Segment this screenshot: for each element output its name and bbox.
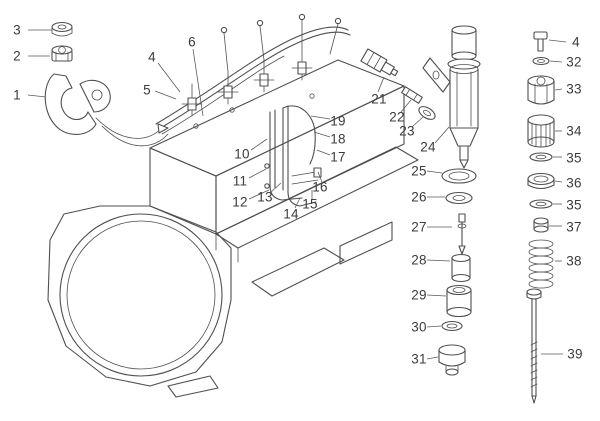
bolt-part-4 (533, 31, 548, 52)
callout-35-b: 35 (566, 197, 582, 213)
callout-17: 17 (330, 149, 346, 165)
callout-12: 12 (232, 194, 248, 210)
nut-part-2 (51, 45, 73, 62)
callout-15: 15 (302, 196, 318, 212)
callout-29: 29 (411, 287, 427, 303)
callout-18: 18 (330, 131, 346, 147)
washer-part-35b (529, 199, 553, 209)
spring-part-38 (528, 239, 554, 289)
callout-37: 37 (566, 219, 582, 235)
washer-part-35a (529, 152, 553, 162)
callout-2: 2 (13, 48, 21, 64)
callout-13: 13 (257, 189, 273, 205)
callout-34: 34 (566, 123, 582, 139)
callout-25: 25 (411, 163, 427, 179)
grommet-part-3 (51, 21, 73, 37)
leak-off-pipes (264, 105, 322, 207)
callout-16: 16 (312, 179, 328, 195)
seat-part-37 (533, 217, 549, 233)
nut-part-33 (527, 75, 555, 105)
callout-26: 26 (411, 189, 427, 205)
callout-33: 33 (566, 81, 582, 97)
stud-part-22 (401, 86, 423, 104)
mounting-hardware (44, 21, 169, 147)
callout-35-a: 35 (566, 150, 582, 166)
callout-5: 5 (143, 82, 151, 98)
callout-1: 1 (13, 87, 21, 103)
callout-10: 10 (234, 146, 250, 162)
callout-32: 32 (566, 54, 582, 70)
callout-30: 30 (411, 319, 427, 335)
long-bolt-part-39 (526, 288, 542, 404)
injector-assembly (422, 25, 481, 376)
engine-block (149, 59, 419, 297)
callout-36: 36 (566, 175, 582, 191)
ring-part-30 (441, 320, 463, 332)
callout-6: 6 (188, 34, 196, 50)
ring-part-36 (527, 172, 555, 190)
callout-31: 31 (411, 351, 427, 367)
injector-clamps (181, 47, 313, 117)
callout-27: 27 (411, 219, 427, 235)
callout-21: 21 (371, 91, 387, 107)
injector-body-part-24 (422, 25, 481, 169)
clamp-bracket-part-1 (44, 73, 169, 147)
union-bolt-part-21 (360, 48, 399, 77)
small-parts-column (526, 31, 555, 404)
callout-38: 38 (566, 253, 582, 269)
callout-22: 22 (389, 109, 405, 125)
callout-4-right: 4 (572, 34, 580, 50)
callout-28: 28 (411, 252, 427, 268)
cap-nut-part-31 (438, 344, 466, 376)
fuel-pipes (155, 13, 351, 135)
callout-4-left: 4 (148, 49, 156, 65)
callout-39: 39 (567, 346, 583, 362)
knurled-nut-part-34 (527, 114, 555, 148)
washer-part-23 (418, 106, 436, 120)
bell-housing (47, 205, 232, 398)
callout-3: 3 (13, 22, 21, 38)
nozzle-valve-part-27 (457, 213, 467, 255)
seal-ring-part-25 (441, 168, 477, 184)
washer-part-26 (445, 191, 473, 205)
callout-24: 24 (420, 139, 436, 155)
callout-11: 11 (232, 173, 248, 189)
leader-lines (27, 29, 567, 360)
washer-part-32 (532, 56, 550, 66)
callout-19: 19 (330, 113, 346, 129)
callout-23: 23 (399, 123, 415, 139)
callout-14: 14 (283, 206, 299, 222)
spacer-part-28 (451, 253, 471, 283)
nozzle-holder-part-29 (446, 284, 472, 318)
